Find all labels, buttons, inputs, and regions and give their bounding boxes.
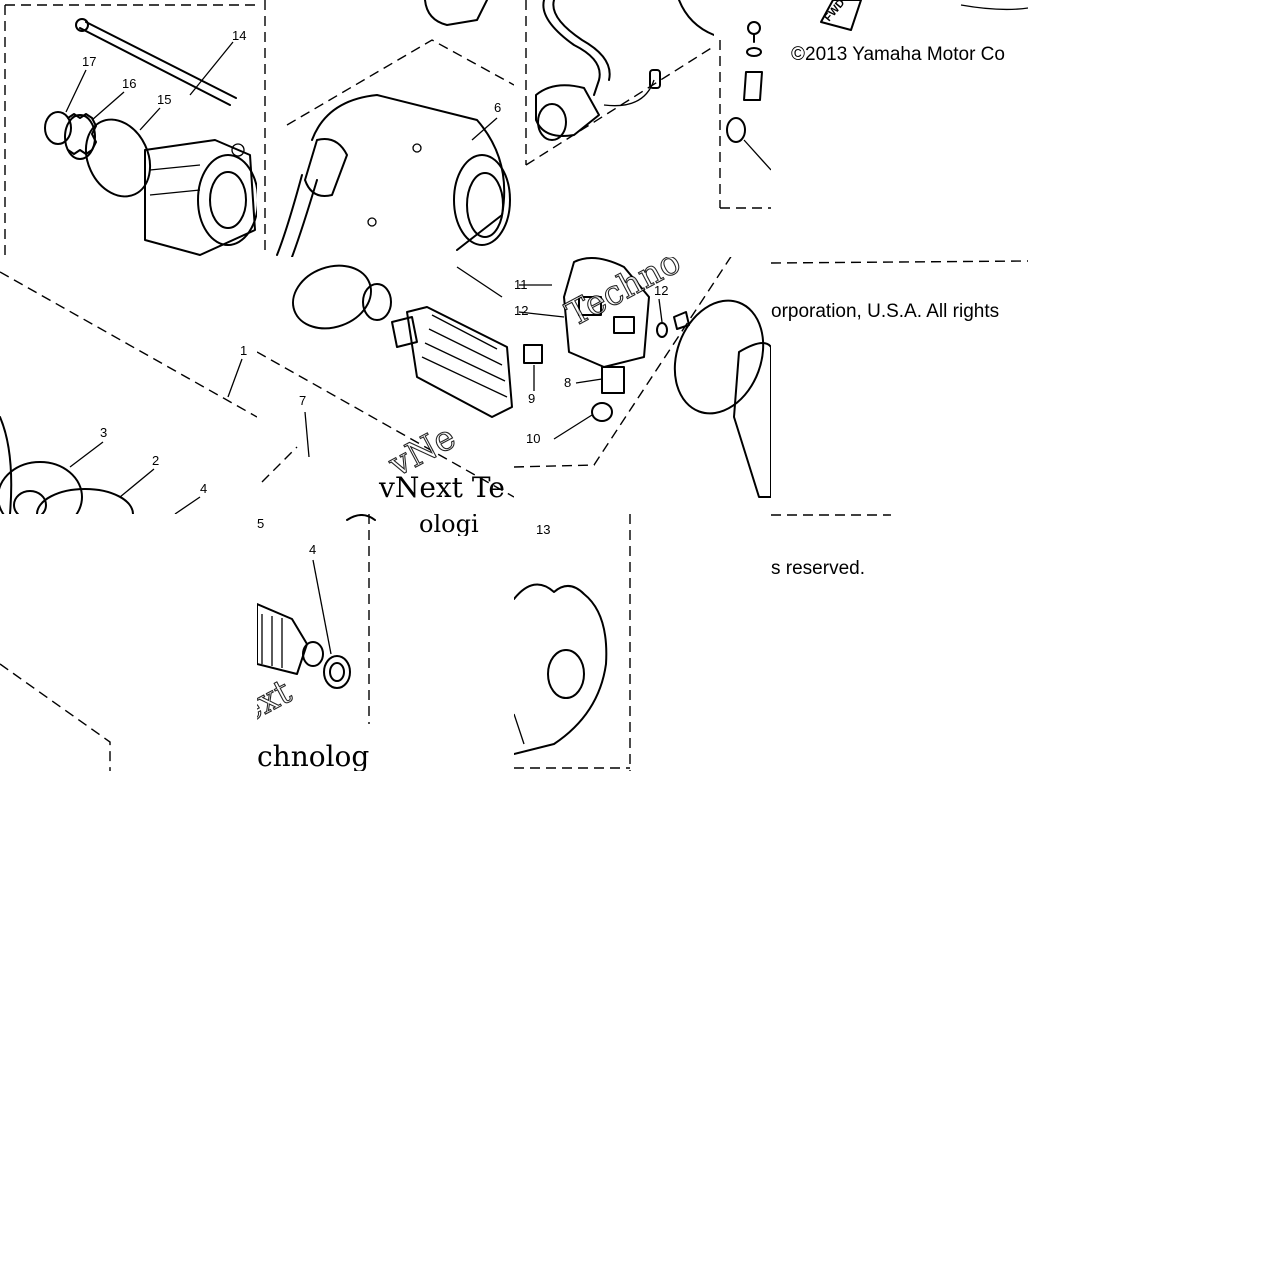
gear-assembly-drawing: 14 17 16 15 bbox=[4, 4, 257, 256]
yoke-body bbox=[311, 94, 506, 251]
copyright-line-1: ©2013 Yamaha Motor Co bbox=[791, 44, 1005, 65]
copyright-line-2: orporation, U.S.A. All rights bbox=[771, 301, 1000, 322]
rear-cover-body bbox=[514, 583, 608, 755]
callout-16: 16 bbox=[122, 76, 136, 91]
top-fitting bbox=[424, 0, 488, 26]
copyright-line-3: s reserved. bbox=[771, 558, 865, 579]
tile-lower-left bbox=[0, 514, 257, 771]
washer-4 bbox=[323, 655, 351, 689]
tile-small-parts bbox=[714, 0, 771, 210]
rear-cover-boss bbox=[547, 649, 585, 699]
terminal-cap bbox=[535, 84, 600, 137]
o-ring-right bbox=[673, 299, 765, 415]
callout-12: 12 bbox=[514, 303, 528, 318]
wire-boot bbox=[304, 138, 348, 197]
armature-core bbox=[406, 306, 513, 418]
watermark-brand-e: ext bbox=[257, 672, 298, 732]
callout-2: 2 bbox=[152, 453, 159, 468]
fwd-label: FWD bbox=[822, 0, 847, 24]
brush-9 bbox=[523, 344, 543, 364]
callout-5: 5 bbox=[257, 516, 264, 531]
tile-yoke-cover: 6 bbox=[257, 0, 514, 257]
circlip-17 bbox=[44, 111, 72, 145]
tile-rear-cover: 13 bbox=[514, 514, 634, 771]
lower-left-drawing bbox=[0, 663, 111, 771]
callout-13: 13 bbox=[536, 522, 550, 537]
tile-armature: 7 vNext Te vNe bbox=[257, 257, 514, 514]
brush-holder-drawing: 11 12 12 8 9 10 Techno bbox=[514, 257, 771, 498]
callout-9: 9 bbox=[528, 391, 535, 406]
o-ring-large bbox=[292, 264, 372, 330]
armature-drawing: 7 vNext Te vNe bbox=[257, 264, 514, 504]
lead-wire bbox=[276, 174, 303, 256]
pinion-gear-16 bbox=[64, 114, 96, 160]
callout-17: 17 bbox=[82, 54, 96, 69]
callout-6: 6 bbox=[494, 100, 501, 115]
callout-12b: 12 bbox=[654, 283, 668, 298]
bearing-10 bbox=[591, 402, 613, 422]
watermark-brand-a: vNext Te bbox=[378, 471, 505, 504]
callout-4: 4 bbox=[200, 481, 207, 496]
bushing-3 bbox=[0, 461, 83, 514]
o-ring-15 bbox=[84, 118, 152, 198]
end-housing bbox=[733, 342, 771, 498]
callout-15: 15 bbox=[157, 92, 171, 107]
callout-1: 1 bbox=[240, 343, 247, 358]
tile-end-cover: 3 2 4 1 bbox=[0, 257, 257, 514]
fwd-arrow-tag bbox=[820, 0, 862, 31]
fwd-tag-drawing: FWD bbox=[820, 0, 1028, 31]
end-cover-drawing: 3 2 4 1 bbox=[0, 271, 257, 514]
brush-plate bbox=[563, 257, 650, 368]
callout-10: 10 bbox=[526, 431, 540, 446]
lead-wire-top bbox=[542, 0, 601, 96]
tile-fwd-tag: FWD bbox=[771, 0, 1028, 40]
watermark-brand-f: ologi bbox=[419, 514, 479, 536]
watermark-strip-drawing: ologi bbox=[419, 514, 479, 536]
o-ring-small bbox=[362, 283, 392, 321]
tile-brush-holder: 11 12 12 8 9 10 Techno bbox=[514, 257, 771, 514]
small-parts-drawing bbox=[719, 21, 771, 209]
callout-4b: 4 bbox=[309, 542, 316, 557]
callout-3: 3 bbox=[100, 425, 107, 440]
shaft-body bbox=[257, 603, 308, 675]
tile-right-bottom-line bbox=[771, 257, 1028, 517]
cover-edge bbox=[0, 416, 13, 514]
yoke-cover-drawing: 6 bbox=[264, 0, 514, 257]
callout-8: 8 bbox=[564, 375, 571, 390]
callout-14: 14 bbox=[232, 28, 246, 43]
shaft-drawing: 5 4 ext chnolog bbox=[257, 514, 376, 771]
bracket bbox=[743, 71, 763, 101]
watermark-brand-d: chnolog bbox=[257, 740, 369, 771]
callout-7: 7 bbox=[299, 393, 306, 408]
long-bolt bbox=[79, 27, 231, 106]
brush-8 bbox=[601, 366, 625, 394]
right-guide-lines bbox=[771, 260, 1028, 516]
gear-housing bbox=[144, 139, 256, 256]
washer-2 bbox=[36, 488, 134, 514]
leader-14 bbox=[189, 41, 234, 96]
tile-shaft: 5 4 ext chnolog bbox=[257, 514, 379, 771]
tile-gear-assembly: 14 17 16 15 bbox=[0, 0, 257, 257]
rear-cover-drawing: 13 bbox=[514, 514, 631, 771]
tile-watermark-strip: ologi bbox=[379, 514, 514, 536]
